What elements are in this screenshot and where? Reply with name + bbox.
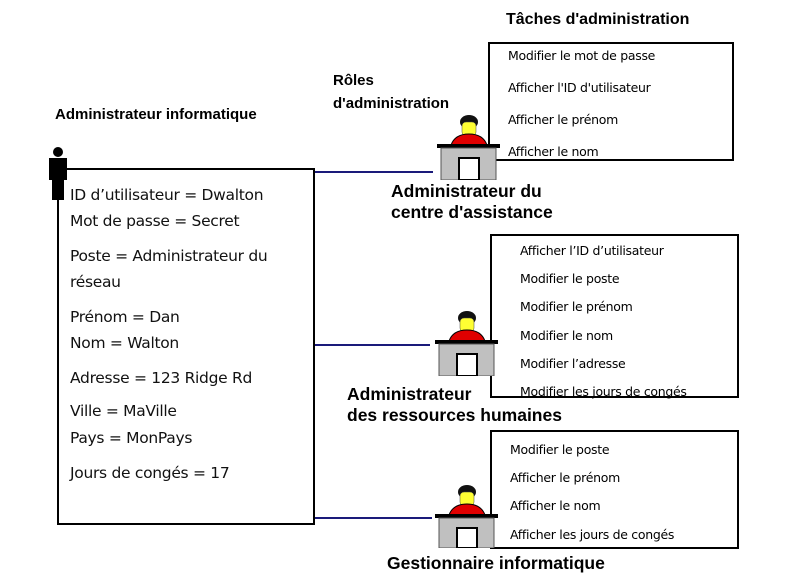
attr-city: Ville = MaVille: [70, 402, 177, 420]
attr-position-cont: réseau: [70, 273, 121, 291]
role-label-line1: Administrateur du: [391, 181, 542, 201]
task-item: Afficher le nom: [510, 498, 601, 513]
user-attributes-box: ID d’utilisateur = Dwalton Mot de passe …: [57, 168, 315, 525]
task-item: Afficher l’ID d’utilisateur: [520, 243, 664, 258]
task-item: Modifier le mot de passe: [508, 48, 656, 63]
role-hr-admin: Administrateur des ressources humaines: [347, 384, 562, 426]
task-item: Modifier le poste: [520, 271, 620, 286]
task-item: Afficher les jours de congés: [510, 527, 675, 542]
task-item: Afficher le nom: [508, 144, 599, 159]
task-item: Afficher le prénom: [508, 112, 618, 127]
task-item: Modifier les jours de congés: [520, 384, 687, 399]
task-item: Modifier le nom: [520, 328, 613, 343]
attr-address: Adresse = 123 Ridge Rd: [70, 369, 253, 387]
user-title: Administrateur informatique: [55, 106, 257, 123]
connector-line: [315, 517, 432, 519]
tasks-box-helpdesk: Modifier le mot de passe Afficher l'ID d…: [488, 42, 734, 161]
desk-person-icon: [435, 311, 498, 376]
attr-user-id: ID d’utilisateur = Dwalton: [70, 186, 264, 204]
roles-title-1: Rôles: [333, 72, 374, 89]
attr-first-name: Prénom = Dan: [70, 308, 180, 326]
desk-person-icon: [437, 115, 500, 180]
connector-line: [315, 171, 433, 173]
attr-country: Pays = MonPays: [70, 429, 193, 447]
tasks-title: Tâches d'administration: [506, 11, 690, 28]
roles-title-2: d'administration: [333, 95, 450, 112]
attr-last-name: Nom = Walton: [70, 334, 179, 352]
role-label-line2: centre d'assistance: [391, 202, 553, 222]
task-item: Modifier l’adresse: [520, 356, 626, 371]
connector-line: [315, 344, 430, 346]
attr-vacation-days: Jours de congés = 17: [70, 464, 230, 482]
role-label-line1: Administrateur: [347, 384, 472, 404]
role-label-line2: des ressources humaines: [347, 405, 562, 425]
desk-person-icon: [435, 485, 498, 548]
role-helpdesk-admin: Administrateur du centre d'assistance: [391, 181, 553, 223]
tasks-box-it-manager: Modifier le poste Afficher le prénom Aff…: [490, 430, 739, 549]
task-item: Afficher l'ID d'utilisateur: [508, 80, 651, 95]
attr-password: Mot de passe = Secret: [70, 212, 240, 230]
role-label-line1: Gestionnaire informatique: [387, 553, 605, 573]
attr-position: Poste = Administrateur du: [70, 247, 268, 265]
task-item: Afficher le prénom: [510, 470, 620, 485]
task-item: Modifier le prénom: [520, 299, 633, 314]
task-item: Modifier le poste: [510, 442, 610, 457]
tasks-box-hr: Afficher l’ID d’utilisateur Modifier le …: [490, 234, 739, 399]
role-it-manager: Gestionnaire informatique: [387, 553, 605, 573]
